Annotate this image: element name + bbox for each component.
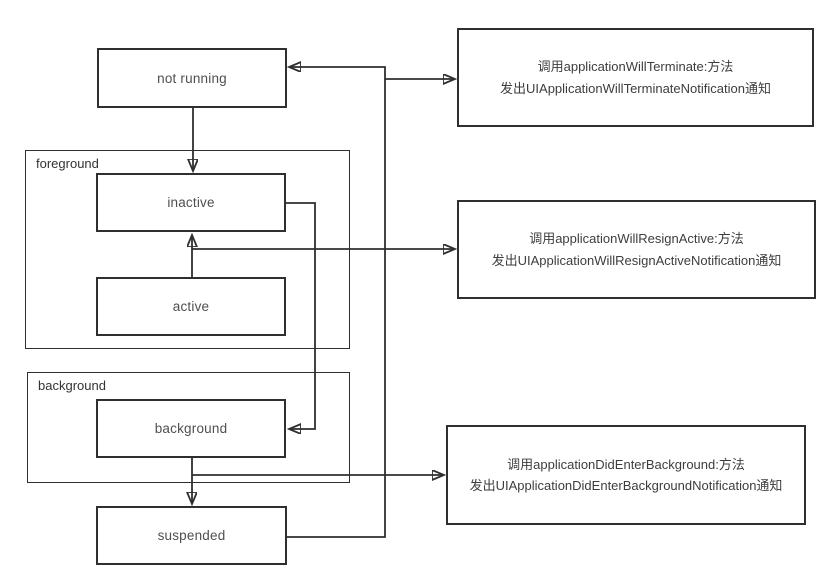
state-node-not-running: not running: [97, 48, 287, 108]
annotation-resign-active-line1: 调用applicationWillResignActive:方法: [529, 231, 744, 247]
state-label-not-running: not running: [157, 70, 227, 86]
annotation-terminate: 调用applicationWillTerminate:方法 发出UIApplic…: [457, 28, 814, 127]
group-background-label: background: [38, 378, 106, 393]
state-label-suspended: suspended: [157, 528, 226, 543]
state-node-active: active: [96, 277, 286, 336]
state-label-active: active: [172, 299, 210, 314]
annotation-enter-background-line1: 调用applicationDidEnterBackground:方法: [507, 456, 745, 472]
group-foreground-label: foreground: [36, 156, 99, 171]
annotation-terminate-line1: 调用applicationWillTerminate:方法: [537, 59, 734, 75]
state-label-background: background: [154, 421, 228, 436]
state-node-inactive: inactive: [96, 173, 286, 232]
annotation-terminate-line2: 发出UIApplicationWillTerminateNotification…: [500, 80, 771, 96]
annotation-enter-background-line2: 发出UIApplicationDidEnterBackgroundNotific…: [469, 478, 783, 493]
state-node-background: background: [96, 399, 286, 458]
state-node-suspended: suspended: [96, 506, 287, 565]
annotation-enter-background: 调用applicationDidEnterBackground:方法 发出UIA…: [446, 425, 806, 525]
state-label-inactive: inactive: [167, 195, 215, 210]
annotation-resign-active: 调用applicationWillResignActive:方法 发出UIApp…: [457, 200, 816, 299]
annotation-resign-active-line2: 发出UIApplicationWillResignActiveNotificat…: [491, 252, 782, 268]
